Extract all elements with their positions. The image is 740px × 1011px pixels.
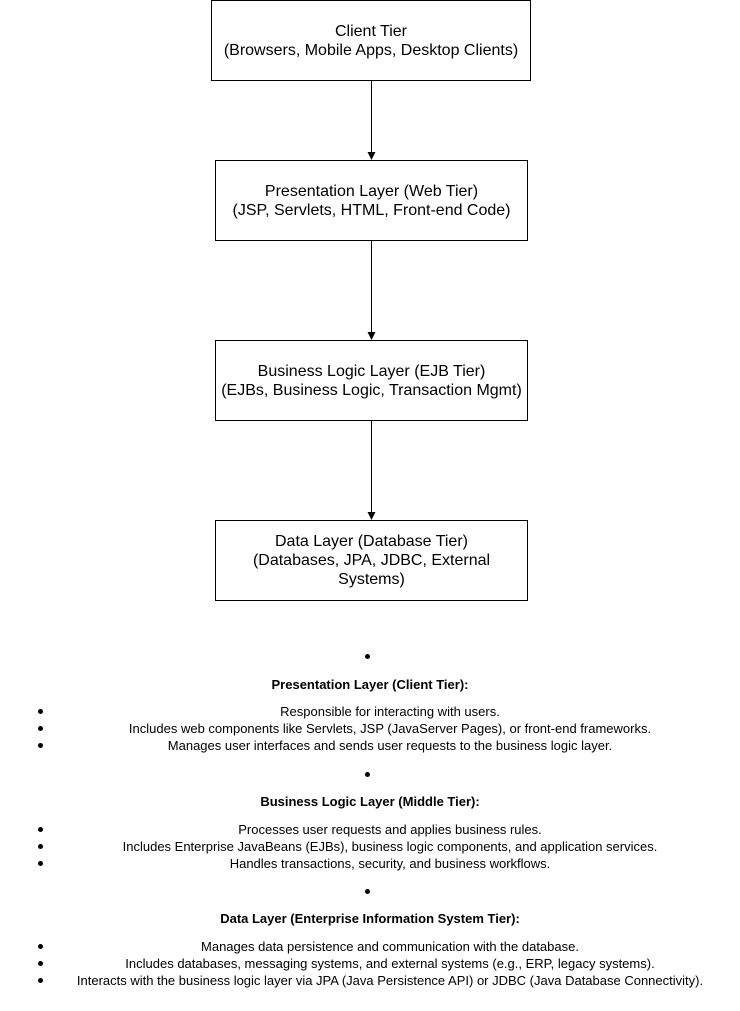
list-item-text: Handles transactions, security, and busi… [229,856,551,871]
list-item: Includes databases, messaging systems, a… [0,955,740,972]
list-item-text: Interacts with the business logic layer … [76,973,704,988]
data-layer-title: Data Layer (Database Tier) [275,533,468,550]
section-bullet [365,654,370,659]
list-item: Includes Enterprise JavaBeans (EJBs), bu… [0,838,740,855]
bullet-icon [38,844,43,849]
list-item-text: Manages user interfaces and sends user r… [167,738,613,753]
list-item-text: Includes Enterprise JavaBeans (EJBs), bu… [122,839,658,854]
list-item: Manages data persistence and communicati… [0,938,740,955]
list-item-text: Processes user requests and applies busi… [238,822,542,837]
list-item: Manages user interfaces and sends user r… [0,737,740,754]
diagram-connectors [367,81,376,520]
client-tier-subtitle: (Browsers, Mobile Apps, Desktop Clients) [223,41,519,59]
list-item: Responsible for interacting with users. [0,703,740,720]
client-tier-box: Client Tier (Browsers, Mobile Apps, Desk… [211,0,531,81]
data-layer-box: Data Layer (Database Tier) (Databases, J… [215,520,528,601]
list-item-text: Includes web components like Servlets, J… [128,721,652,736]
list-item: Handles transactions, security, and busi… [0,855,740,872]
presentation-layer-box: Presentation Layer (Web Tier) (JSP, Serv… [215,160,528,241]
bullet-icon [38,944,43,949]
data-layer-subtitle: (Databases, JPA, JDBC, External Systems) [252,552,491,588]
bullet-icon [38,743,43,748]
list-item-text: Responsible for interacting with users. [280,704,500,719]
section-heading: Data Layer (Enterprise Information Syste… [220,911,520,926]
section-heading: Presentation Layer (Client Tier): [271,677,469,692]
bullet-icon [38,978,43,983]
client-tier-title: Client Tier [334,22,408,40]
section-bullet [365,772,370,777]
list-item-text: Includes databases, messaging systems, a… [125,956,655,971]
list-item: Includes web components like Servlets, J… [0,720,740,737]
business-logic-layer-title: Business Logic Layer (EJB Tier) [257,362,486,380]
list-item-text: Manages data persistence and communicati… [201,939,579,954]
section-bullet [365,889,370,894]
bullet-icon [38,709,43,714]
presentation-layer-subtitle: (JSP, Servlets, HTML, Front-end Code) [232,201,511,219]
list-item: Interacts with the business logic layer … [0,972,740,989]
business-logic-layer-subtitle: (EJBs, Business Logic, Transaction Mgmt) [221,381,522,399]
presentation-layer-title: Presentation Layer (Web Tier) [264,182,479,200]
bullet-icon [38,726,43,731]
list-item: Processes user requests and applies busi… [0,821,740,838]
bullet-icon [38,961,43,966]
business-logic-layer-box: Business Logic Layer (EJB Tier) (EJBs, B… [215,340,528,421]
bullet-icon [38,861,43,866]
section-heading: Business Logic Layer (Middle Tier): [260,794,480,809]
bullet-icon [38,827,43,832]
